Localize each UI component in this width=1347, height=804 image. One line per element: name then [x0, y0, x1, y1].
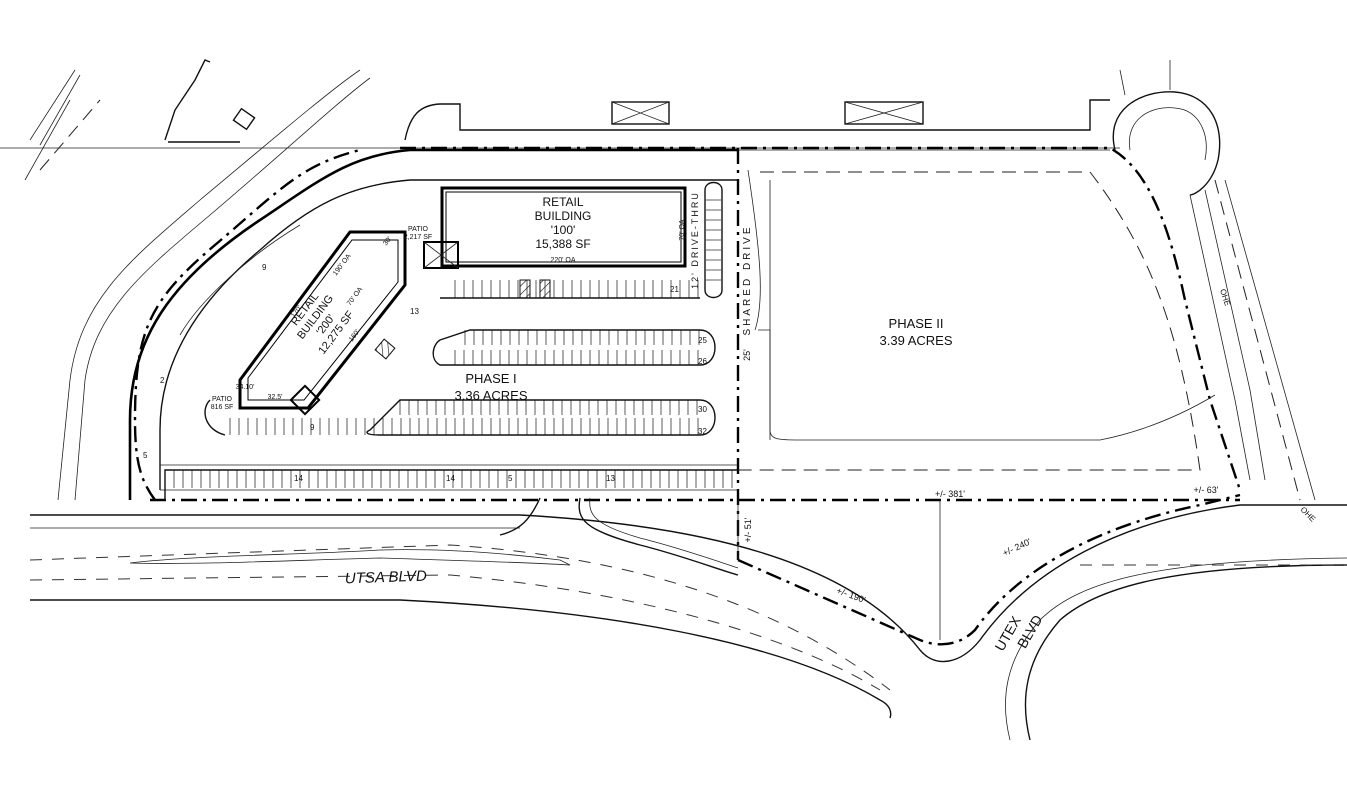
patio-1-label: PATIO [408, 226, 429, 233]
property-boundary [133, 146, 1242, 646]
building-100-width-dim: 220' OA [550, 257, 575, 264]
stall-count: 9 [262, 263, 267, 272]
dim-190: +/- 190' [835, 585, 867, 605]
building-100-number: '100' [551, 223, 576, 237]
utex-blvd-line2: BLVD [1014, 612, 1046, 651]
building-100-area: 15,388 SF [535, 237, 590, 251]
stall-count: 14 [294, 474, 303, 483]
stall-count: 25 [698, 336, 707, 345]
stall-count: 30 [698, 405, 707, 414]
stall-count: 13 [410, 307, 419, 316]
parking-stall-lines [454, 350, 699, 365]
dimension-leaders [737, 500, 941, 640]
building-100-line2: BUILDING [535, 209, 592, 223]
utsa-blvd-road [29, 497, 1347, 719]
patio-2-area: 816 SF [211, 404, 234, 411]
north-frontage [404, 99, 1110, 151]
stall-count: 9 [310, 423, 315, 432]
phase-1-name: PHASE I [465, 371, 516, 386]
phase-2-acres: 3.39 ACRES [880, 333, 953, 348]
building-100-line1: RETAIL [542, 195, 583, 209]
stall-count: 32 [698, 427, 707, 436]
stall-count: 2 [160, 376, 165, 385]
parking-stall-lines [454, 280, 699, 298]
patio-1-area: 2,217 SF [404, 234, 432, 241]
stall-count: 13 [606, 474, 615, 483]
stall-count: 5 [508, 474, 513, 483]
dim-240: +/- 240' [1001, 536, 1033, 558]
retail-building-100 [423, 186, 687, 269]
dim-51: +/- 51' [743, 517, 753, 542]
northeast-roundabout [1112, 60, 1316, 501]
utex-blvd-road [1005, 557, 1347, 741]
parking-stall-lines [229, 418, 699, 435]
stall-count: 14 [446, 474, 455, 483]
patio-2-label: PATIO [212, 396, 233, 403]
stall-count: 21 [670, 285, 679, 294]
stall-count: 5 [143, 451, 148, 460]
parking-stall-lines [464, 330, 700, 345]
drive-thru-lane [704, 181, 723, 299]
dim-63: +/- 63' [1194, 485, 1219, 495]
parking-stall-lines [399, 400, 698, 415]
dim-381: +/- 381' [935, 489, 965, 499]
existing-road-northwest [0, 59, 1120, 501]
building-100-depth-dim: 70' OA [679, 219, 686, 241]
overhead-electric-label: OHE [1218, 288, 1232, 307]
dim-32: 32.5' [268, 394, 283, 401]
overhead-electric-label: OHE [1299, 505, 1318, 524]
phase-1-acres: 3.36 ACRES [455, 388, 528, 403]
retail-building-200 [204, 230, 407, 436]
shared-drive-width: 25' [742, 349, 752, 361]
dim-34: 34.10' [236, 384, 255, 391]
drive-thru-label: 12' DRIVE-THRU [690, 191, 700, 289]
dim-30: 30' [382, 236, 393, 247]
phase-one-curbs [128, 148, 738, 500]
phase-two-pad [738, 169, 1216, 471]
stall-count: 26 [698, 357, 707, 366]
utsa-blvd-label: UTSA BLVD [345, 568, 428, 588]
parking-stalls [164, 279, 738, 500]
phase-2-name: PHASE II [889, 316, 944, 331]
shared-drive-label: SHARED DRIVE [742, 224, 753, 335]
